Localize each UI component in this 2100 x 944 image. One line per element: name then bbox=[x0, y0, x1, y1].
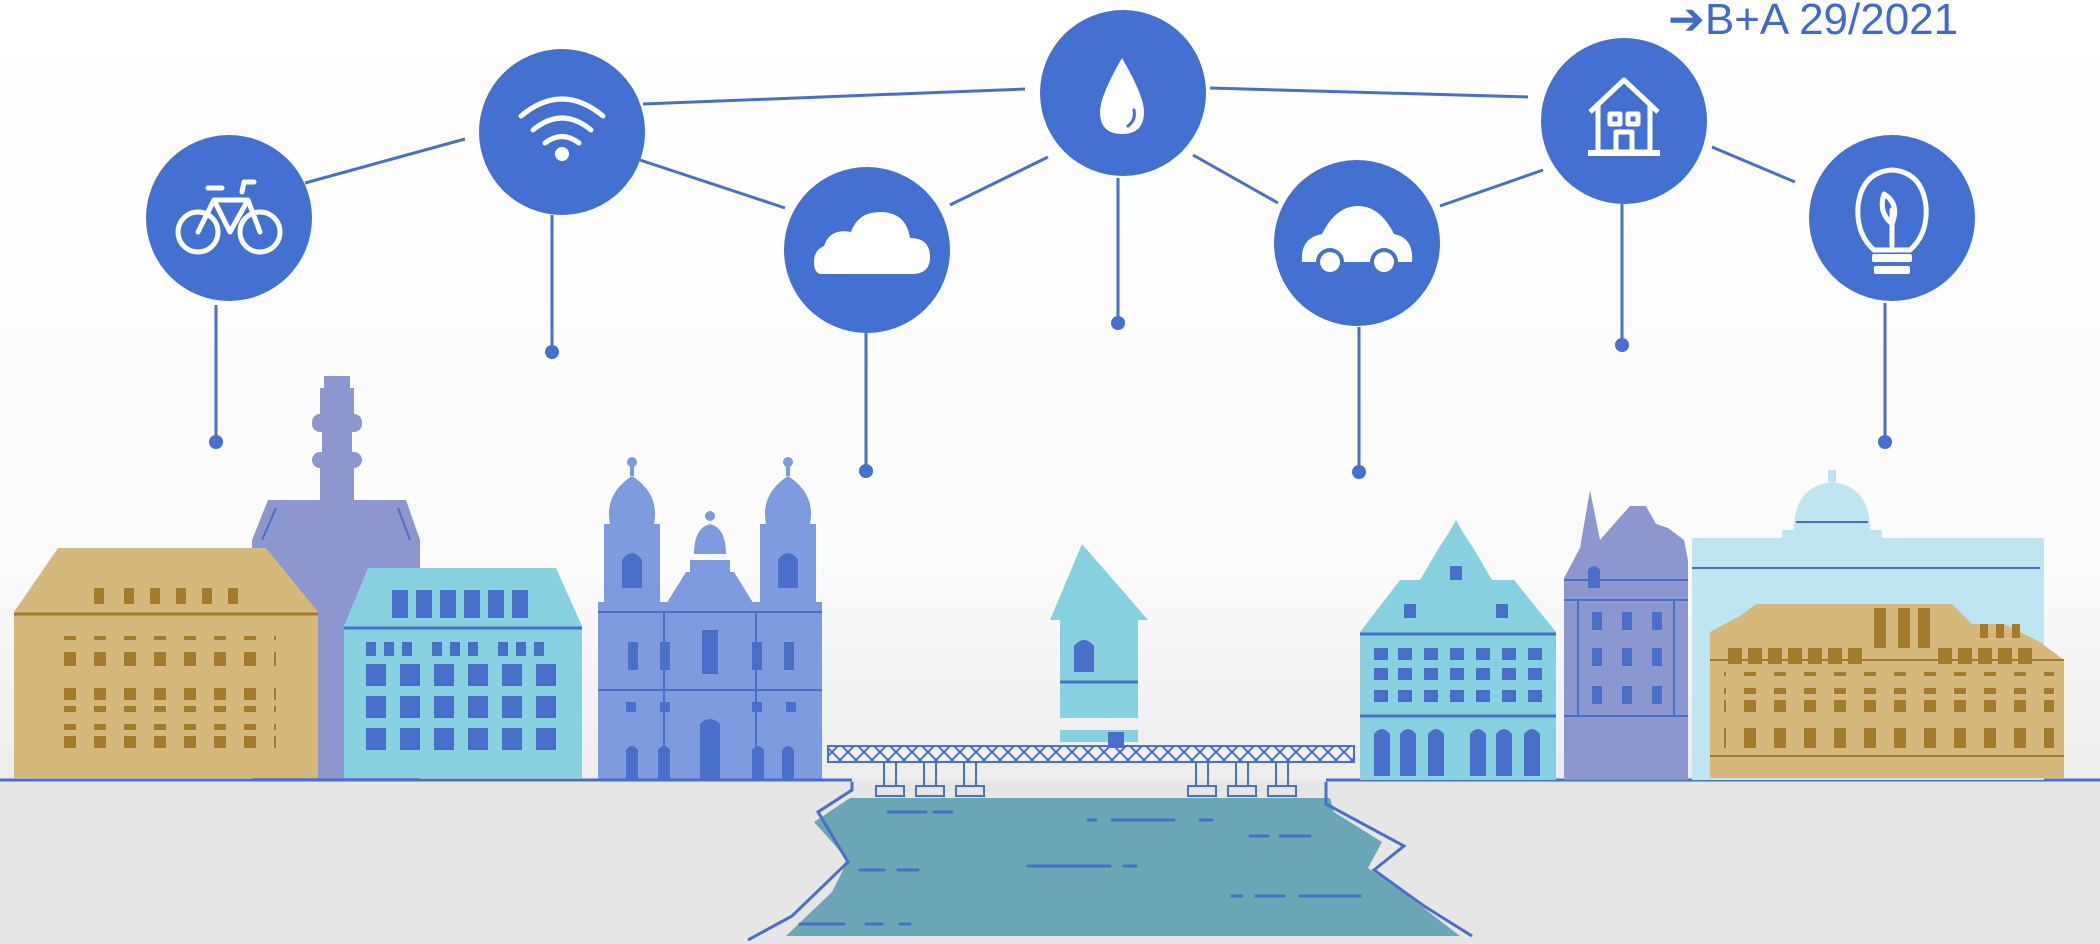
lavender-tower-right bbox=[1564, 490, 1688, 780]
reference-label: ➔B+A 29/2021 bbox=[1668, 0, 1958, 45]
chapel-bridge bbox=[827, 745, 1355, 797]
tan-building-right bbox=[1710, 604, 2064, 778]
house-icon bbox=[1541, 38, 1707, 204]
light-blue-building-left bbox=[344, 568, 582, 778]
arrow-right-icon: ➔ bbox=[1668, 0, 1705, 44]
lightbulb-icon bbox=[1809, 135, 1975, 301]
bicycle-icon bbox=[146, 135, 312, 301]
gabled-house bbox=[1360, 520, 1556, 780]
network-lines bbox=[214, 86, 1887, 471]
water-drop-icon bbox=[1040, 10, 1206, 176]
tan-building-left bbox=[14, 548, 318, 778]
car-icon bbox=[1274, 160, 1440, 326]
network-nodes bbox=[209, 316, 1892, 479]
wifi-icon bbox=[479, 49, 645, 215]
reference-text: B+A 29/2021 bbox=[1704, 0, 1959, 44]
church bbox=[598, 457, 822, 780]
water-tower bbox=[1050, 544, 1148, 748]
cloud-icon bbox=[784, 167, 950, 333]
